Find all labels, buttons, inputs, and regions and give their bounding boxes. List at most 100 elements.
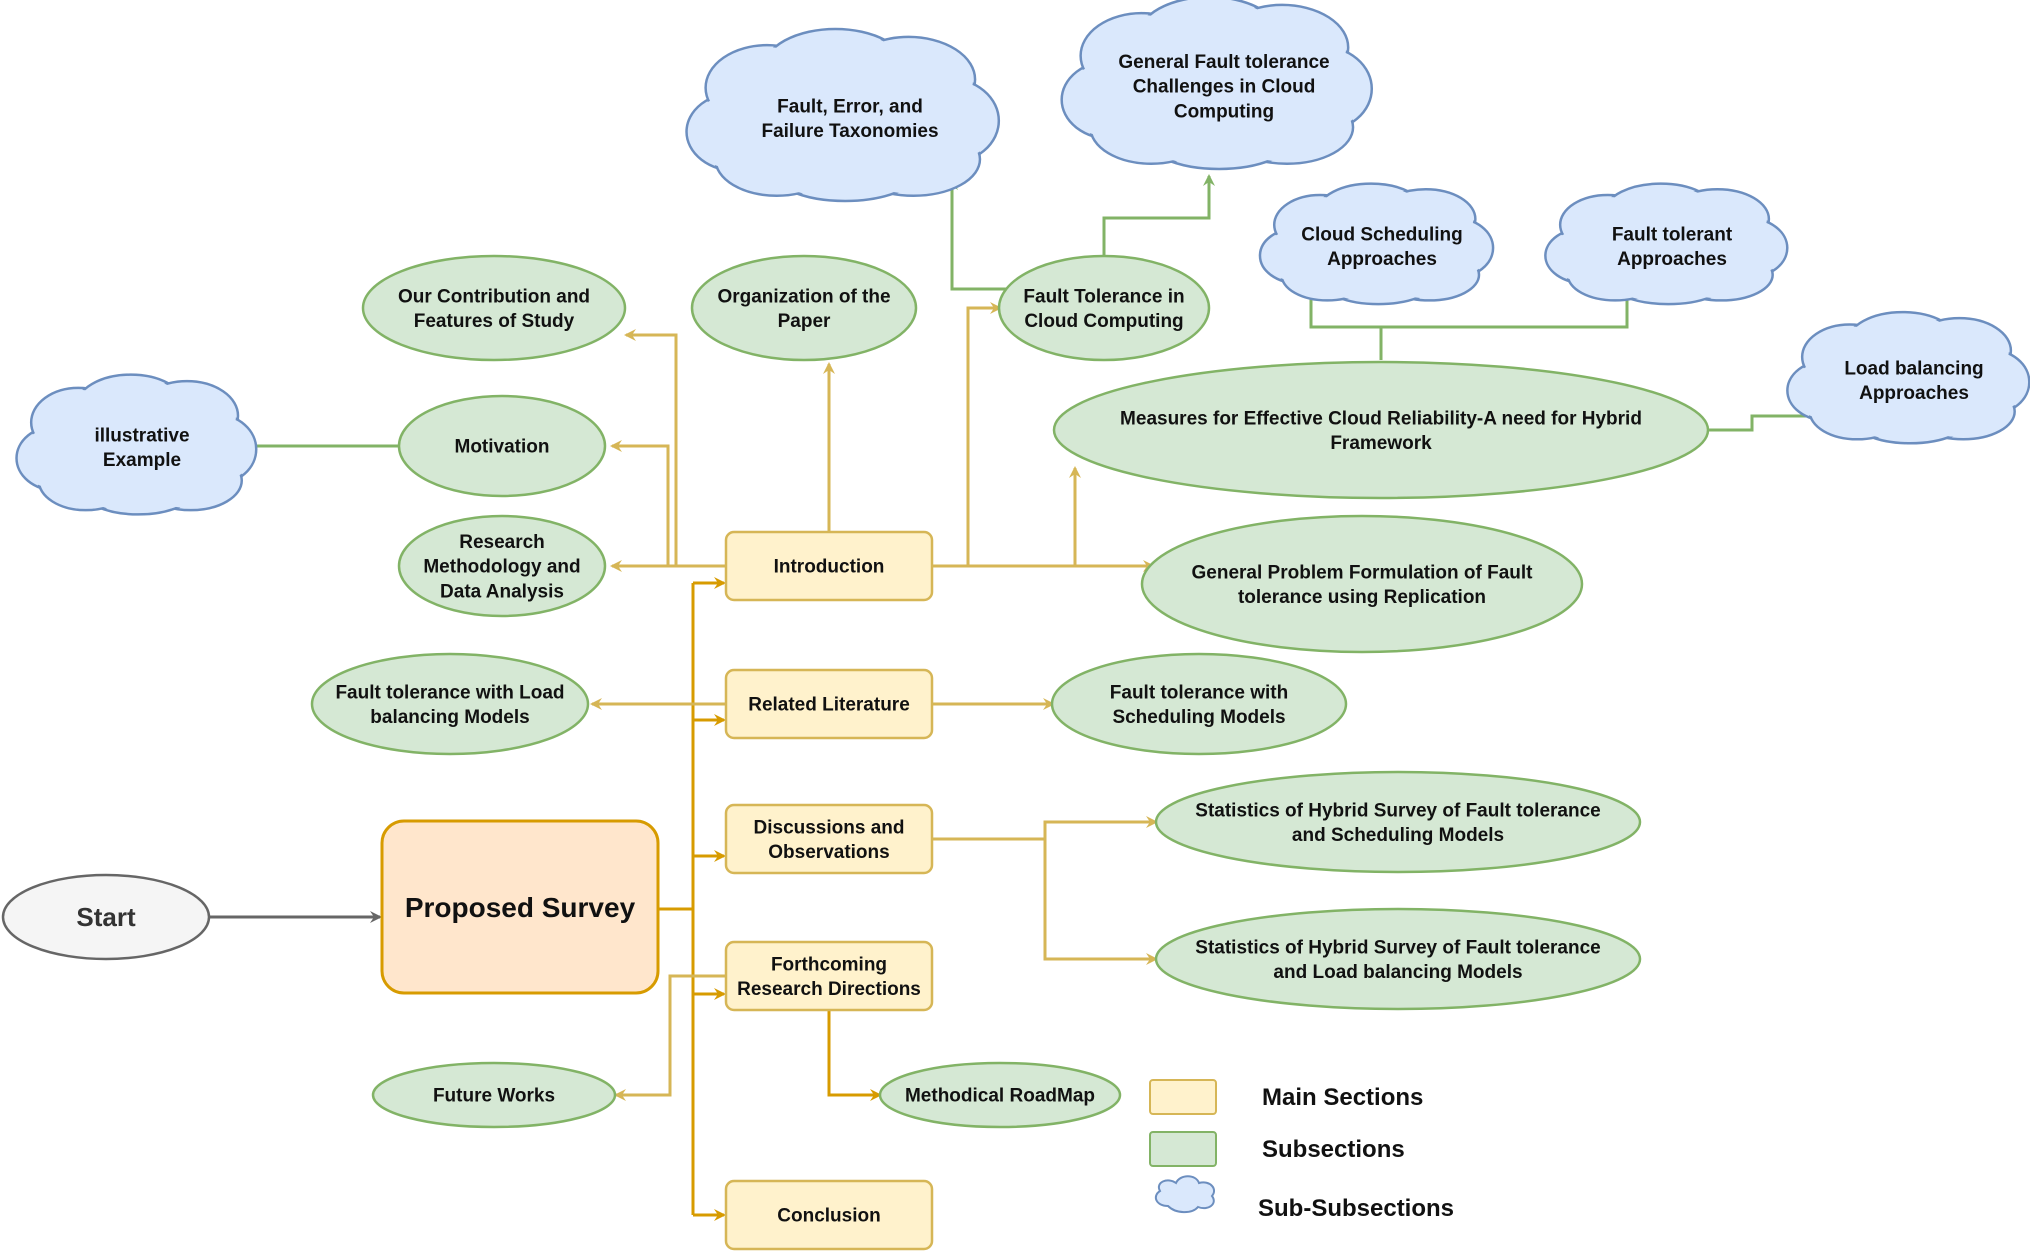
cloud-shape — [15, 373, 258, 516]
legend-sub-label: Subsections — [1262, 1136, 1405, 1163]
node-shape — [1052, 360, 1710, 500]
node-label-line: Forthcoming — [771, 954, 887, 975]
node-future-works: Future Works — [371, 1061, 617, 1129]
node-label-line: Computing — [1174, 101, 1274, 122]
node-shape — [371, 1061, 617, 1129]
node-shape — [724, 940, 934, 1012]
node-label-line: balancing Models — [370, 707, 529, 728]
node-label-line: Introduction — [774, 557, 885, 578]
legend-main-swatch — [1149, 1079, 1217, 1115]
node-label-line: Motivation — [455, 437, 550, 458]
node-label-line: Conclusion — [777, 1206, 880, 1227]
node-label-line: General Fault tolerance — [1118, 52, 1329, 73]
node-label-line: Proposed Survey — [405, 892, 636, 923]
node-label-line: Research — [459, 532, 545, 553]
node-motivation: Motivation — [397, 394, 607, 498]
node-shape — [397, 514, 607, 618]
edge-measures-to-lb-approaches — [1708, 410, 1824, 432]
edge-forthcoming-to-future-works — [614, 974, 726, 1101]
edge-intro-to-fault-tolerance-cc — [966, 302, 1002, 566]
node-label-line: Fault tolerance with — [1110, 682, 1288, 703]
node-measures: Measures for Effective Cloud Reliability… — [1052, 360, 1710, 500]
node-label-line: Organization of the — [717, 286, 890, 307]
cloud-shape — [1060, 0, 1374, 171]
node-shape — [724, 803, 934, 875]
node-label-line: tolerance using Replication — [1238, 587, 1486, 608]
edge-discussions-to-stats-load-balancing — [1043, 839, 1158, 965]
node-label-line: Data Analysis — [440, 581, 564, 602]
node-fault-tolerance-cc: Fault Tolerance in Cloud Computing — [997, 254, 1211, 362]
node-shape — [1140, 514, 1584, 654]
node-shape — [1154, 770, 1642, 874]
node-shape — [724, 668, 934, 740]
edge-ftcc-to-challenges — [1102, 174, 1215, 259]
node-label-line: Failure Taxonomies — [761, 121, 938, 142]
node-shape — [1154, 907, 1642, 1011]
node-shape — [310, 652, 590, 756]
node-label-line: Approaches — [1327, 249, 1437, 270]
node-label-line: Methodology and — [423, 557, 580, 578]
edge-intro-to-motivation — [610, 440, 670, 566]
node-related-literature: Related Literature — [724, 668, 934, 740]
node-label-line: Future Works — [433, 1086, 555, 1107]
node-label-line: Framework — [1330, 433, 1432, 454]
node-label-line: Measures for Effective Cloud Reliability… — [1120, 408, 1642, 429]
node-start: Start — [1, 873, 211, 961]
node-label-line: Statistics of Hybrid Survey of Fault tol… — [1195, 800, 1600, 821]
edge-ftcc-to-taxonomies — [946, 178, 1018, 291]
node-label-line: General Problem Formulation of Fault — [1192, 562, 1534, 583]
cloud-shape — [1258, 182, 1495, 306]
node-conclusion: Conclusion — [724, 1179, 934, 1251]
node-shape — [1, 873, 211, 961]
node-label-line: Our Contribution and — [398, 286, 590, 307]
node-shape — [1050, 652, 1348, 756]
node-shape — [878, 1061, 1122, 1129]
legend-main-label: Main Sections — [1262, 1084, 1423, 1111]
edge-discussions-to-stats-scheduling — [933, 816, 1158, 841]
legend-subsub-label: Sub-Subsections — [1258, 1195, 1454, 1222]
node-label-line: and Load balancing Models — [1273, 962, 1522, 983]
node-label-line: Statistics of Hybrid Survey of Fault tol… — [1195, 937, 1600, 958]
legend-sub-swatch — [1149, 1131, 1217, 1167]
node-label-line: Approaches — [1859, 383, 1969, 404]
node-label-line: and Scheduling Models — [1292, 825, 1504, 846]
node-methodical-roadmap: Methodical RoadMap — [878, 1061, 1122, 1129]
node-label-line: Related Literature — [748, 695, 910, 716]
node-label-line: Example — [103, 450, 181, 471]
node-label-line: Approaches — [1617, 249, 1727, 270]
legend: Main Sections Subsections Sub-Subsection… — [1149, 1079, 1454, 1222]
node-label-line: Paper — [778, 311, 831, 332]
node-stats-load-balancing: Statistics of Hybrid Survey of Fault tol… — [1154, 907, 1642, 1011]
cloud-shape — [685, 27, 1001, 203]
node-label-line: Discussions and — [754, 817, 905, 838]
node-shape — [724, 530, 934, 602]
node-proposed-survey: Proposed Survey — [380, 819, 660, 995]
node-shape — [380, 819, 660, 995]
edges — [209, 174, 1824, 1221]
node-label-line: illustrative — [94, 425, 189, 446]
node-general-problem: General Problem Formulation of Fault tole… — [1140, 514, 1584, 654]
node-shape — [997, 254, 1211, 362]
node-label-line: Observations — [768, 842, 889, 863]
node-label-line: Research Directions — [737, 979, 921, 1000]
node-label-line: Cloud Scheduling — [1301, 224, 1463, 245]
node-label-line: Fault, Error, and — [777, 96, 923, 117]
node-label-line: Features of Study — [414, 311, 575, 332]
node-label-line: Start — [76, 902, 136, 932]
cloud-shape — [1786, 310, 2030, 445]
legend-cloud-swatch — [1154, 1175, 1216, 1214]
node-label-line: Fault Tolerance in — [1023, 286, 1184, 307]
node-label-line: Cloud Computing — [1024, 311, 1183, 332]
